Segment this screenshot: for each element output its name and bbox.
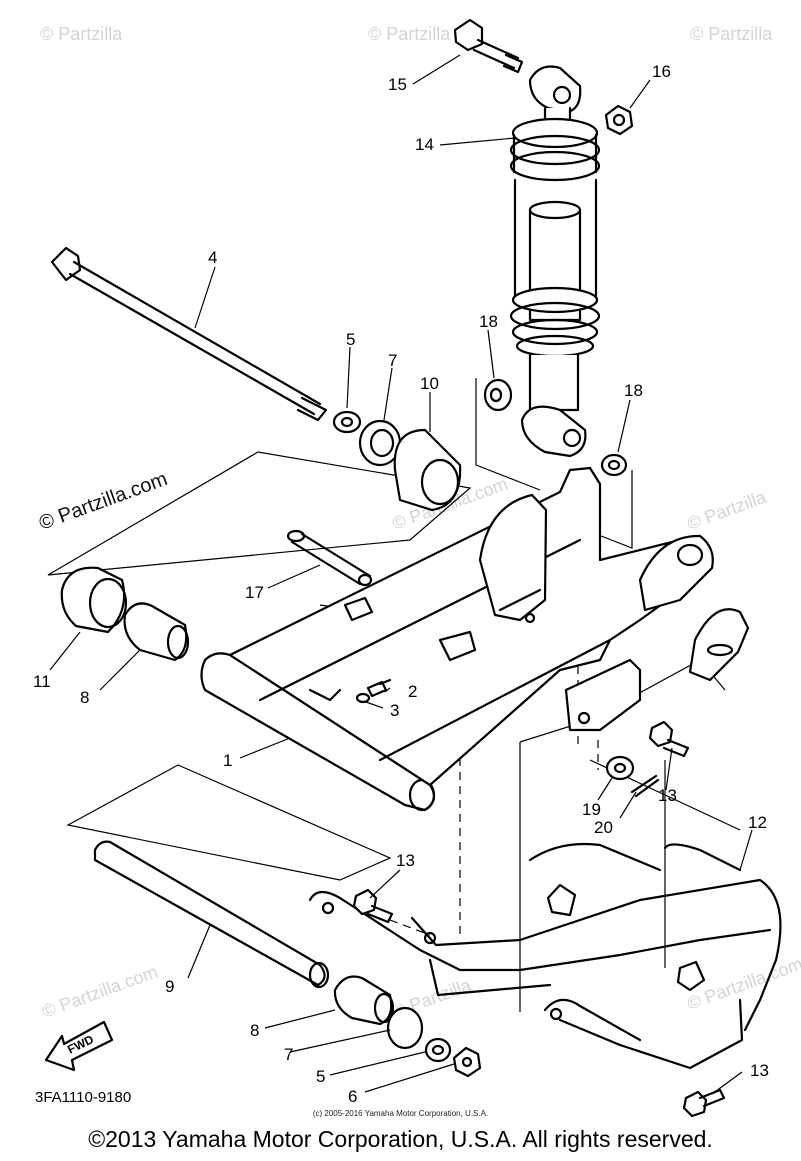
small-copyright: (c) 2005-2016 Yamaha Motor Corporation, … bbox=[312, 1109, 489, 1118]
part-label-18: 18 bbox=[479, 312, 498, 331]
part-label-4: 4 bbox=[208, 248, 217, 267]
part-label-6: 6 bbox=[348, 1087, 357, 1106]
shock-bolt-part-15 bbox=[453, 18, 524, 74]
grease-nipple-part-2 bbox=[366, 678, 392, 698]
diagram-code: 3FA1110-9180 bbox=[35, 1089, 131, 1106]
bolt-part-13-upper bbox=[648, 720, 690, 758]
part-label-16: 16 bbox=[652, 62, 671, 81]
copyright-notice: ©2013 Yamaha Motor Corporation, U.S.A. A… bbox=[88, 1126, 713, 1152]
part-label-8: 8 bbox=[250, 1021, 259, 1040]
part-label-12: 12 bbox=[748, 813, 767, 832]
part-label-9: 9 bbox=[165, 977, 174, 996]
part-label-19: 19 bbox=[582, 800, 601, 819]
long-bolt-part-4 bbox=[50, 246, 328, 422]
washer-part-19 bbox=[605, 755, 635, 781]
part-label-13: 13 bbox=[658, 786, 677, 805]
washer-part-3 bbox=[355, 692, 371, 704]
part-labels: 1 2 3 4 5 5 6 7 7 8 8 9 10 11 12 13 13 1… bbox=[33, 62, 769, 1106]
leader-lines bbox=[49, 54, 753, 1095]
left-bushing-set bbox=[60, 566, 190, 662]
fwd-arrow-icon: FWD bbox=[44, 1020, 114, 1072]
bolt-part-13-middle bbox=[352, 888, 394, 924]
part-label-17: 17 bbox=[245, 583, 264, 602]
watermark-partzilla-dark: © Partzilla.com bbox=[36, 468, 170, 535]
part-label-11: 11 bbox=[33, 672, 51, 691]
collar-part-18-left bbox=[483, 378, 513, 412]
upper-bushing-set bbox=[332, 410, 462, 512]
nut-part-16 bbox=[604, 104, 634, 136]
pivot-pipe-part-9 bbox=[93, 840, 330, 989]
part-label-14: 14 bbox=[415, 135, 434, 154]
part-label-7: 7 bbox=[284, 1045, 293, 1064]
cotter-pin-part-20 bbox=[630, 774, 660, 798]
watermark: © Partzilla bbox=[690, 24, 773, 44]
lower-bushing-set bbox=[333, 975, 482, 1078]
part-label-8: 8 bbox=[80, 688, 89, 707]
watermark: © Partzilla bbox=[368, 24, 451, 44]
part-label-1: 1 bbox=[223, 751, 232, 770]
part-label-10: 10 bbox=[420, 374, 439, 393]
part-label-20: 20 bbox=[594, 818, 613, 837]
pivot-pin-part-17 bbox=[286, 529, 373, 587]
part-label-15: 15 bbox=[388, 75, 407, 94]
part-label-13: 13 bbox=[396, 851, 415, 870]
watermark: © Partzilla bbox=[40, 24, 123, 44]
watermark: © Partzilla.com bbox=[685, 953, 801, 1013]
part-label-7: 7 bbox=[388, 351, 397, 370]
part-label-5: 5 bbox=[346, 330, 355, 349]
watermark: © Partzilla bbox=[685, 486, 770, 533]
part-label-13: 13 bbox=[750, 1061, 769, 1080]
swingarm-part-1 bbox=[200, 466, 750, 812]
guard-frame-part-12 bbox=[308, 842, 782, 1070]
collar-part-18-right bbox=[600, 453, 628, 477]
part-label-18: 18 bbox=[624, 381, 643, 400]
bolt-part-13-lower bbox=[682, 1088, 726, 1118]
watermark: © Partzilla.com bbox=[40, 961, 161, 1021]
part-label-2: 2 bbox=[408, 682, 417, 701]
part-label-5: 5 bbox=[316, 1067, 325, 1086]
part-label-3: 3 bbox=[390, 701, 399, 720]
shock-absorber-part-14 bbox=[509, 65, 601, 458]
